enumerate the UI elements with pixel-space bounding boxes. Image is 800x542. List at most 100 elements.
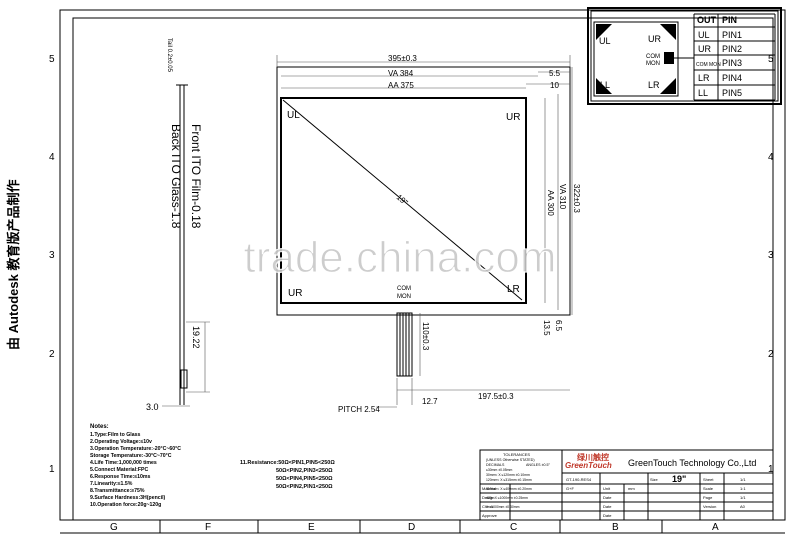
schematic-mon: MON bbox=[646, 61, 660, 67]
note-item: 1.Type:Film to Glass bbox=[90, 432, 140, 438]
autodesk-watermark: 由 Autodesk 教育版产品制作 bbox=[6, 180, 21, 350]
tb-label: Material bbox=[482, 486, 496, 491]
tol-row: 120mm< X ≤315mm ±0.15mm bbox=[486, 478, 532, 482]
note-item: 10.Operation force:20g~120g bbox=[90, 502, 161, 508]
fpc-tail: 110±0.3 197.5±0.3 12.7 PITCH 2.54 bbox=[338, 312, 570, 414]
tol-subtitle: (UNLESS Otherwise STATED) bbox=[486, 458, 535, 462]
schematic-ul: UL bbox=[599, 36, 611, 46]
company-name: GreenTouch Technology Co.,Ltd bbox=[628, 458, 756, 468]
notes-title: Notes: bbox=[90, 424, 109, 430]
dim-outer-width: 395±0.3 bbox=[388, 54, 417, 63]
pin-row-out: UL bbox=[698, 30, 710, 40]
side-top-label: Tail 0.2±0.05 bbox=[166, 38, 172, 73]
tol-row: ≤30mm ±0.05mm bbox=[486, 468, 513, 472]
tol-row: X >1000mm ±0.30mm bbox=[486, 505, 520, 509]
schematic-lr: LR bbox=[648, 80, 660, 90]
dim-tail-offset: 197.5±0.3 bbox=[478, 392, 514, 401]
corner-ul-label: UL bbox=[287, 110, 300, 121]
column-label: C bbox=[510, 522, 517, 533]
pin-row-pin: PIN2 bbox=[722, 44, 742, 54]
side-view: Tail 0.2±0.05 Front ITO Film-0.18 Back I… bbox=[146, 38, 210, 412]
row-label: 4 bbox=[768, 152, 774, 163]
column-label: E bbox=[308, 522, 315, 533]
pin-table: UL UR LL LR COM MON OUT PIN UL PIN1 UR P… bbox=[587, 7, 782, 105]
dim-aa-height: AA 300 bbox=[546, 190, 555, 216]
column-label: F bbox=[205, 522, 211, 533]
schematic-com: COM bbox=[646, 54, 660, 60]
pin-row-pin: PIN4 bbox=[722, 73, 742, 83]
tol-row: 315mm< X ≤400mm ±0.20mm bbox=[486, 487, 532, 491]
tol-decimals: DECIMALS bbox=[486, 463, 505, 467]
note-item: 4.Life Time:1,000,000 times bbox=[90, 460, 157, 466]
row-label: 2 bbox=[49, 349, 55, 360]
dim-tail-length: 110±0.3 bbox=[421, 322, 430, 351]
com-label: COM bbox=[397, 286, 411, 292]
pin-row-pin: PIN3 bbox=[722, 58, 742, 68]
tb-label: Date bbox=[603, 495, 612, 500]
note-item: 5.Connect Material:FPC bbox=[90, 467, 148, 473]
row-label: 4 bbox=[49, 152, 55, 163]
notes: Notes: 1.Type:Film to Glass 2.Operating … bbox=[90, 424, 181, 508]
row-label: 5 bbox=[49, 54, 55, 65]
row-label: 2 bbox=[768, 349, 774, 360]
front-film-label: Front ITO Film-0.18 bbox=[189, 124, 203, 229]
pin-header-pin: PIN bbox=[722, 15, 737, 25]
tb-label: Page bbox=[703, 495, 713, 500]
tol-title: TOLERANCES bbox=[503, 452, 530, 457]
pin-header-out: OUT bbox=[697, 15, 717, 25]
resistance-line: 50Ω<PIN2,PIN3<250Ω bbox=[276, 468, 333, 474]
pitch-label: PITCH 2.54 bbox=[338, 405, 380, 414]
resistance-notes: 11.Resistance:50Ω<PIN1,PIN5<250Ω 50Ω<PIN… bbox=[240, 460, 335, 490]
note-item: Storage Temperature:-30°C~70°C bbox=[90, 453, 172, 459]
pin-row-pin: PIN5 bbox=[722, 88, 742, 98]
dim-va-height: VA 310 bbox=[558, 184, 567, 210]
back-glass-label: Back ITO Glass-1.8 bbox=[169, 124, 183, 229]
column-label: B bbox=[612, 522, 619, 533]
resistance-line: 50Ω<PIN4,PIN5<250Ω bbox=[276, 476, 333, 482]
side-tail-dim: 19.22 bbox=[191, 326, 201, 349]
column-label: G bbox=[110, 522, 118, 533]
mon-label: MON bbox=[397, 294, 411, 300]
sheet-label: Sheet bbox=[703, 477, 714, 482]
row-labels: 5 4 3 2 1 5 4 3 2 1 bbox=[49, 54, 774, 475]
tb-value: mm bbox=[628, 486, 635, 491]
note-item: 6.Response Time:≤10ms bbox=[90, 474, 151, 480]
resistance-line: 11.Resistance:50Ω<PIN1,PIN5<250Ω bbox=[240, 460, 335, 466]
corner-lr-label: LR bbox=[507, 284, 520, 295]
note-item: 3.Operation Temperature:-20°C~60°C bbox=[90, 446, 181, 452]
pin-row-out: COM MON bbox=[696, 62, 721, 68]
schematic-ll: LL bbox=[600, 80, 610, 90]
note-item: 2.Operating Voltage:≤10v bbox=[90, 439, 152, 445]
row-label: 5 bbox=[768, 54, 774, 65]
dim-right-top2: 10 bbox=[550, 81, 559, 90]
dim-tail-width: 12.7 bbox=[422, 397, 438, 406]
row-label: 3 bbox=[49, 250, 55, 261]
row-label: 1 bbox=[768, 464, 774, 475]
tb-label: Unit bbox=[603, 486, 611, 491]
column-labels: G F E D C B A bbox=[110, 522, 719, 533]
tb-label: Date bbox=[603, 504, 612, 509]
column-label: A bbox=[712, 522, 719, 533]
sheet-value: 1/1 bbox=[740, 477, 746, 482]
tb-label: Version bbox=[703, 504, 716, 509]
size-value: 19" bbox=[672, 474, 686, 484]
title-block: TOLERANCES (UNLESS Otherwise STATED) DEC… bbox=[479, 449, 774, 521]
trade-watermark: trade.china.com bbox=[243, 233, 556, 282]
tb-value: A0 bbox=[740, 504, 746, 509]
active-area bbox=[280, 97, 527, 304]
pin-row-pin: PIN1 bbox=[722, 30, 742, 40]
tol-row: 30mm< X ≤120mm ±0.10mm bbox=[486, 473, 530, 477]
pin-row-out: LR bbox=[698, 73, 710, 83]
dim-right-top: 5.5 bbox=[549, 69, 561, 78]
front-view: 19" UL UR UR LR COM MON 395±0.3 VA 384 A… bbox=[276, 54, 581, 414]
side-width-dim: 3.0 bbox=[146, 402, 159, 412]
row-label: 1 bbox=[49, 464, 55, 475]
dim-aa-width: AA 375 bbox=[388, 81, 414, 90]
size-label: Size bbox=[650, 477, 659, 482]
note-item: 9.Surface Hardness:3H(pencil) bbox=[90, 495, 166, 501]
panel-outline bbox=[276, 66, 571, 316]
note-item: 7.Linearity:≤1.5% bbox=[90, 481, 133, 487]
tb-label: Check bbox=[482, 504, 493, 509]
